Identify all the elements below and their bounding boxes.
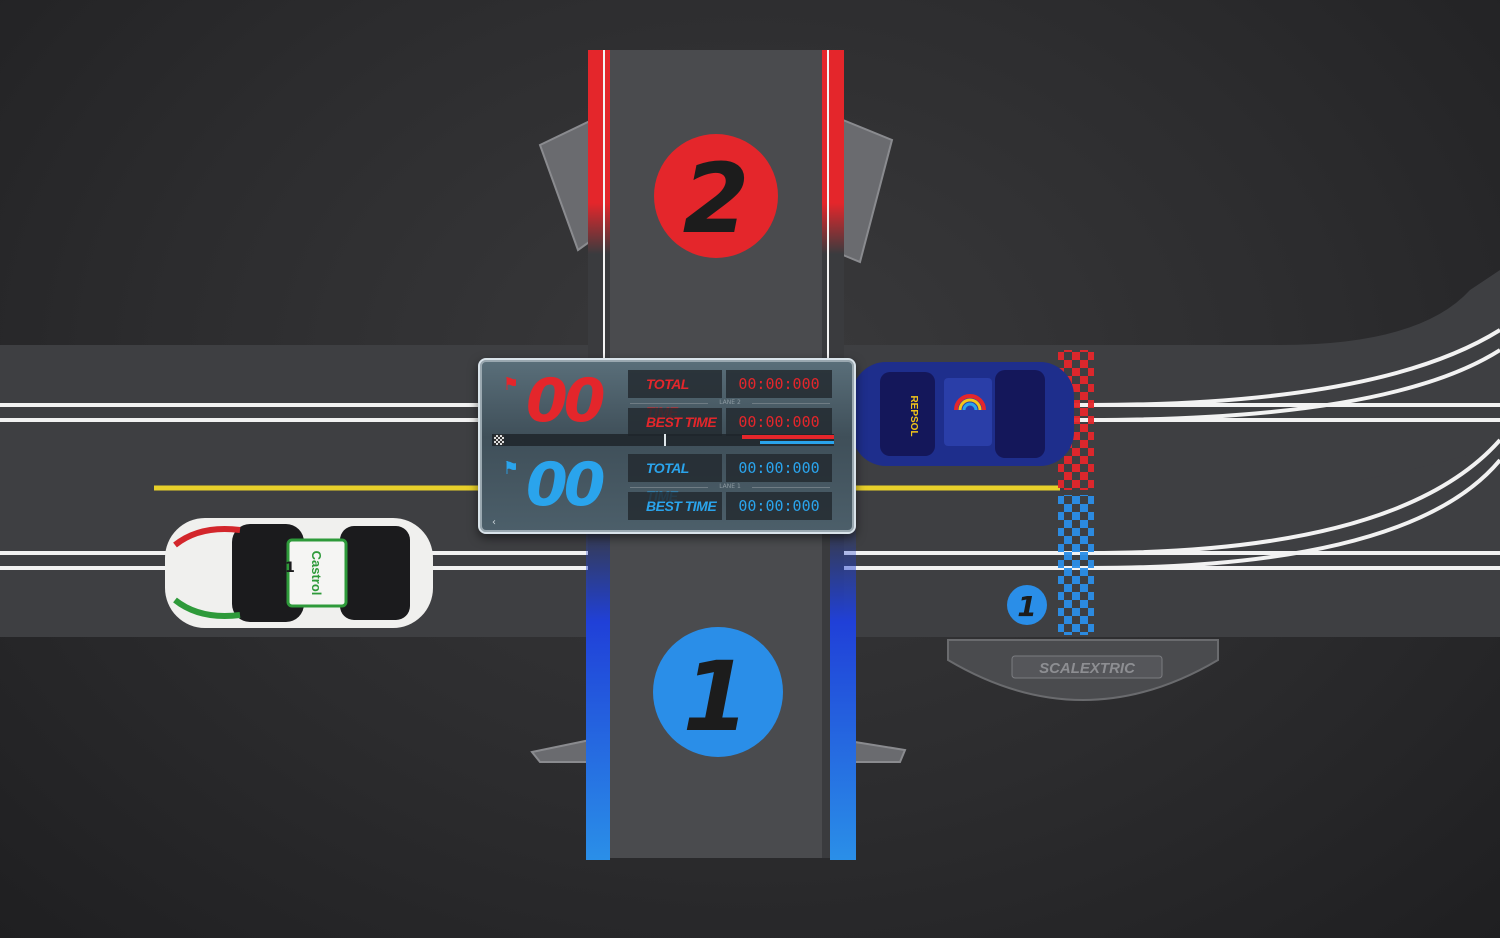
lane1-track-badge: 1 <box>1007 585 1047 625</box>
lane1-bridge-badge: 1 <box>653 627 783 757</box>
lane2-total-time-label: TOTAL TIME <box>628 370 722 420</box>
lane2-total-time: 00:00:000 <box>726 370 832 398</box>
lane1-total-time: 00:00:000 <box>726 454 832 482</box>
lane2-bridge-badge: 2 <box>654 134 778 258</box>
lane2-best-time-label: BEST TIME <box>628 408 722 436</box>
lane2-rails-curve <box>1089 328 1500 422</box>
svg-text:1: 1 <box>1017 590 1036 623</box>
lane1-total-time-label: TOTAL TIME <box>628 454 722 504</box>
svg-text:SCALEXTRIC: SCALEXTRIC <box>1039 660 1136 677</box>
blue-race-car: REPSOL <box>852 362 1074 466</box>
lane2-stats: ⚑ 00 TOTAL TIME 00:00:000 LANE 2 BEST TI… <box>480 366 854 442</box>
lane1-stats: ⚑ 00 TOTAL TIME 00:00:000 LANE 1 BEST TI… <box>480 450 854 526</box>
progress-marker <box>664 434 666 446</box>
race-progress-bar <box>492 434 834 446</box>
checkered-flag-icon <box>494 435 504 445</box>
racer-flag-icon: ⚑ <box>502 458 520 479</box>
racer-flag-icon: ⚑ <box>502 374 520 395</box>
scalextric-barrier: SCALEXTRIC <box>947 639 1219 701</box>
lane1-best-time-label: BEST TIME <box>628 492 722 520</box>
lap-counter-panel: ⚑ 00 TOTAL TIME 00:00:000 LANE 2 BEST TI… <box>478 358 856 534</box>
lane1-progress <box>760 441 834 444</box>
lane2-progress <box>742 435 834 439</box>
svg-text:1: 1 <box>285 560 295 576</box>
lane2-best-time: 00:00:000 <box>726 408 832 436</box>
lane1-lap-count: 00 <box>526 450 606 520</box>
svg-text:REPSOL: REPSOL <box>908 395 919 436</box>
lane2-tag: LANE 2 <box>630 400 830 406</box>
lane1-best-time: 00:00:000 <box>726 492 832 520</box>
chevron-left-icon[interactable]: ‹ <box>492 517 496 528</box>
svg-text:Castrol: Castrol <box>309 551 324 596</box>
lane1-tag: LANE 1 <box>630 484 830 490</box>
svg-text:1: 1 <box>683 641 750 753</box>
white-race-car: Castrol 1 <box>165 518 433 628</box>
lane1-rails-curve <box>1089 438 1500 570</box>
svg-text:2: 2 <box>683 143 750 255</box>
lane2-lap-count: 00 <box>526 366 606 436</box>
